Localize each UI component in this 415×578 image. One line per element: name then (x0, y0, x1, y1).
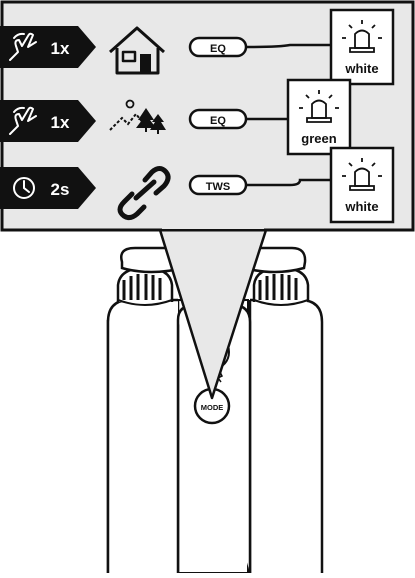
button-label: EQ (210, 115, 226, 127)
outdoor-mountain-tree-icon (109, 99, 166, 134)
finger-tap-icon (9, 32, 37, 61)
row-2: 1x EQ green (0, 78, 352, 156)
tws-button[interactable]: TWS (188, 174, 248, 196)
led-color-label: green (301, 131, 336, 146)
led-icon (342, 158, 382, 191)
speaker-device: MODE (106, 246, 324, 574)
mode-button-label: MODE (201, 403, 224, 412)
finger-tap-icon (9, 106, 37, 135)
action-text: 1x (51, 39, 70, 58)
led-indicator-box: white (329, 146, 395, 224)
led-indicator-box: green (286, 78, 352, 156)
led-color-label: white (344, 61, 378, 76)
action-text: 1x (51, 113, 70, 132)
action-arrow: 1x (0, 26, 96, 68)
connector-line (246, 178, 332, 187)
led-icon (342, 20, 382, 53)
left-speaker (106, 246, 186, 573)
clock-icon (13, 177, 35, 199)
button-label: TWS (206, 181, 230, 193)
row-1: 1x EQ white (0, 8, 395, 86)
led-indicator-box: white (329, 8, 395, 86)
led-icon (299, 90, 339, 123)
connector-line (245, 43, 332, 49)
link-icon (117, 166, 171, 221)
home-icon (109, 26, 165, 75)
button-label: EQ (210, 43, 226, 55)
action-text: 2s (51, 180, 70, 199)
row-3: 2s TWS white (0, 146, 395, 224)
action-arrow: 2s (0, 167, 96, 209)
right-speaker (242, 246, 324, 573)
action-arrow: 1x (0, 100, 96, 142)
eq-button[interactable]: EQ (188, 36, 248, 58)
led-color-label: white (344, 199, 378, 214)
eq-button[interactable]: EQ (188, 108, 248, 130)
